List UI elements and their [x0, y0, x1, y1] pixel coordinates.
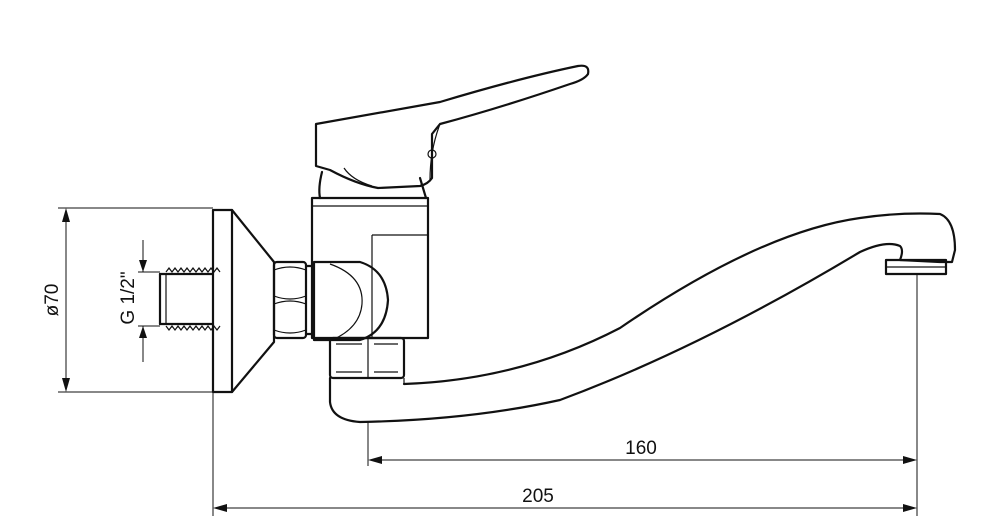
extension-lines [212, 274, 918, 516]
faucet-body [310, 170, 430, 342]
wall-flange [211, 208, 276, 394]
lever-handle [314, 64, 590, 190]
aerator [884, 258, 948, 276]
spout [328, 212, 957, 424]
hex-nut [272, 260, 314, 340]
diameter-label: ø70 [42, 284, 63, 317]
dimension-diameter: ø70 [42, 207, 213, 393]
thread-label: G 1/2" [118, 271, 139, 324]
spout-nut [328, 336, 406, 380]
dimension-overall-length: 205 [213, 486, 917, 512]
threaded-connector [158, 267, 221, 331]
dimension-thread: G 1/2" [118, 240, 160, 362]
overall-length-label: 205 [522, 486, 554, 507]
dimension-spout-reach: 160 [368, 438, 917, 464]
spout-reach-label: 160 [625, 438, 657, 459]
